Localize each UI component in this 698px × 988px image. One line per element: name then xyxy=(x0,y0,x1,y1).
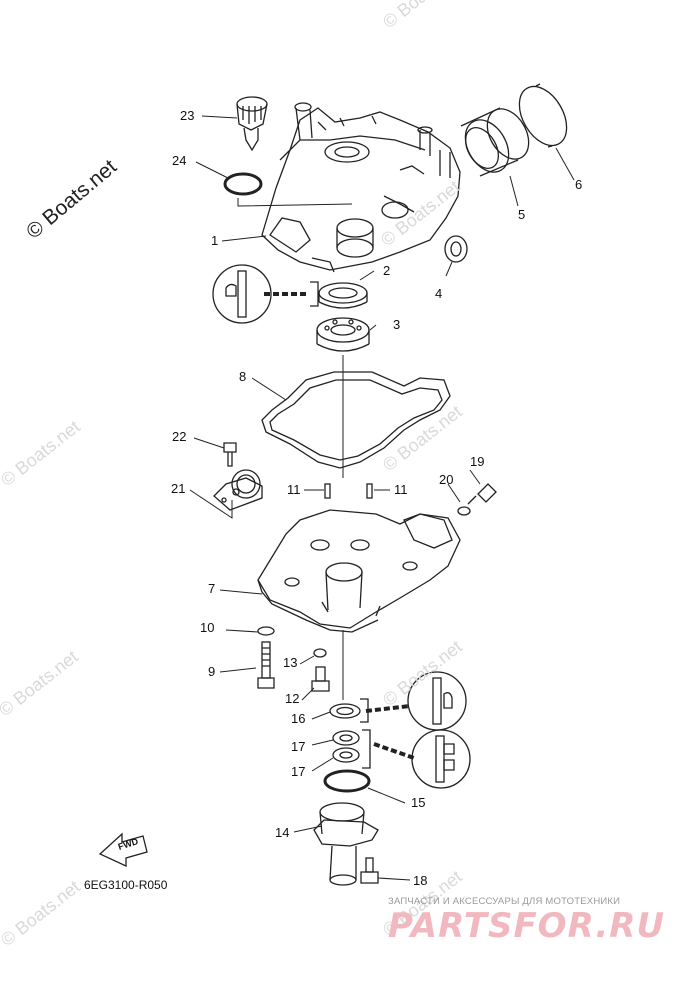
oil-pump-gear-part xyxy=(213,469,263,511)
callout-11a: 11 xyxy=(287,482,301,497)
cover-collar-part xyxy=(460,107,530,177)
callout-5: 5 xyxy=(518,207,526,222)
dowel-pin-part-2 xyxy=(366,483,373,499)
leader-lines xyxy=(189,115,575,881)
callout-14: 14 xyxy=(275,825,290,840)
callout-8: 8 xyxy=(239,369,247,384)
forward-direction-arrow xyxy=(98,832,148,868)
upper-case-part xyxy=(261,102,461,273)
oil-seal-part xyxy=(444,235,468,263)
case-bolt-part xyxy=(257,641,275,689)
callout-18: 18 xyxy=(413,873,428,888)
callout-9: 9 xyxy=(208,664,216,679)
bearing-seal-part xyxy=(318,282,368,309)
ball-bearing-part xyxy=(316,317,370,352)
brand-tagline: ЗАПЧАСТИ И АКСЕССУАРЫ ДЛЯ МОТОТЕХНИКИ xyxy=(388,896,621,907)
o-ring-part xyxy=(223,172,263,196)
callout-19: 19 xyxy=(470,454,485,469)
large-o-ring-part xyxy=(323,769,371,793)
lower-oil-seal-part xyxy=(329,703,361,719)
small-washer-part xyxy=(313,648,327,658)
seal-housing-part xyxy=(313,802,379,886)
callout-13: 13 xyxy=(283,655,298,670)
gasket-inner-edge xyxy=(269,379,443,461)
mounting-bolt-part xyxy=(223,442,237,467)
diagram-code: 6EG3100-R050 xyxy=(84,878,168,892)
callout-2: 2 xyxy=(383,263,391,278)
callout-21: 21 xyxy=(171,481,186,496)
callout-6: 6 xyxy=(575,177,583,192)
callout-10: 10 xyxy=(200,620,215,635)
clip-ring-part xyxy=(518,83,568,148)
callout-15: 15 xyxy=(411,795,426,810)
drain-washer-part xyxy=(457,506,471,516)
callout-1: 1 xyxy=(211,233,219,248)
drain-plug-part xyxy=(467,483,497,505)
dowel-pin-part xyxy=(324,483,331,499)
callout-16: 16 xyxy=(291,711,306,726)
callout-20: 20 xyxy=(439,472,454,487)
callout-3: 3 xyxy=(393,317,401,332)
gasket-part xyxy=(261,371,451,469)
detail-inset-1 xyxy=(212,264,319,324)
callout-17b: 17 xyxy=(291,764,306,779)
callout-24: 24 xyxy=(172,153,187,168)
lower-case-part xyxy=(257,509,461,633)
callout-4: 4 xyxy=(435,286,443,301)
brand-logo: PARTSFOR.RU xyxy=(388,906,666,946)
callout-23: 23 xyxy=(180,108,195,123)
bolt-washer-part xyxy=(257,626,275,636)
callout-12: 12 xyxy=(285,691,300,706)
callout-11b: 11 xyxy=(394,482,408,497)
short-bolt-part xyxy=(311,666,330,692)
callout-17a: 17 xyxy=(291,739,306,754)
housing-bolt-part xyxy=(360,857,379,884)
lower-seal-pair-part xyxy=(332,730,360,763)
callout-7: 7 xyxy=(208,581,216,596)
detail-inset-3 xyxy=(362,729,471,789)
callout-22: 22 xyxy=(172,429,187,444)
oil-filler-cap-part xyxy=(236,96,268,152)
